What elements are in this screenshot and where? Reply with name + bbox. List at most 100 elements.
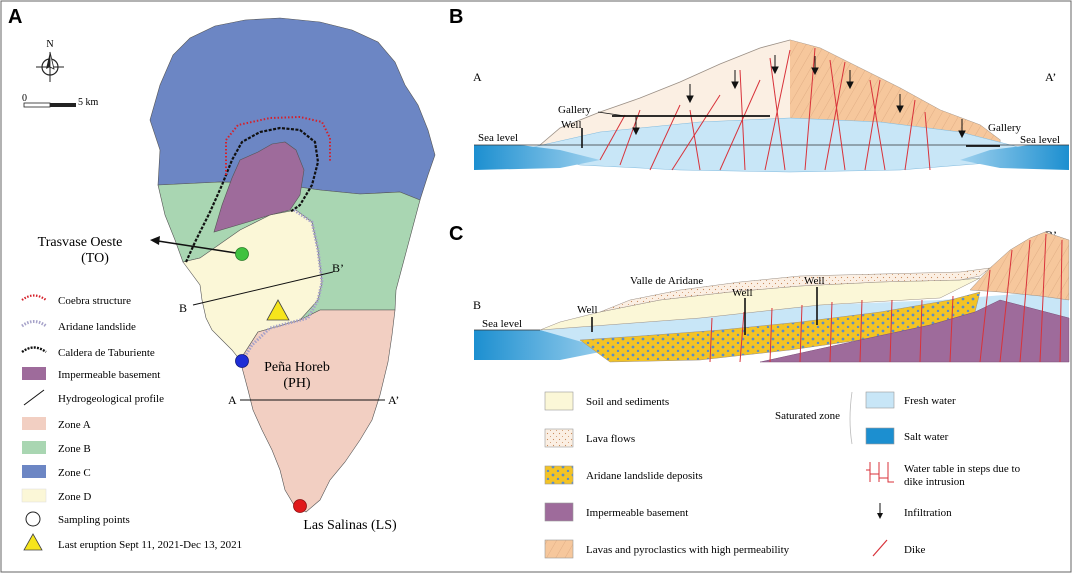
- legend-lava-flows: Lava flows: [586, 433, 635, 445]
- section-c-well-1-label: Well: [577, 304, 598, 316]
- to-leader-line: [157, 240, 237, 254]
- salt-water-swatch: [865, 427, 895, 445]
- sampling-point-ls: [293, 499, 307, 513]
- panel-c-label: C: [449, 223, 463, 245]
- sampling-point-ph: [235, 354, 249, 368]
- caldera-icon: [21, 346, 47, 353]
- basement-swatch: [544, 502, 574, 522]
- legend-infiltration: Infiltration: [904, 507, 952, 519]
- section-b-sea-level-left: Sea level: [478, 132, 518, 144]
- cross-section-b: [474, 39, 1069, 173]
- basement-swatch: [22, 367, 46, 380]
- section-b-left-end: A: [473, 70, 482, 84]
- soil-swatch: [544, 391, 574, 411]
- fresh-water-swatch: [865, 391, 895, 409]
- infiltration-arrow-icon: [877, 503, 883, 519]
- section-c-basement: [759, 299, 1070, 363]
- legend-caldera: Caldera de Taburiente: [58, 347, 155, 359]
- legend-dike: Dike: [904, 544, 926, 556]
- north-label: N: [46, 39, 53, 50]
- triangle-icon: [23, 533, 43, 551]
- ls-name: Las Salinas (LS): [303, 518, 397, 533]
- cross-section-c: [474, 231, 1070, 363]
- section-legend: Soil and sediments Lava flows Aridane la…: [544, 391, 1021, 559]
- section-c-left-end: B: [473, 298, 481, 312]
- ph-name: Peña Horeb: [264, 360, 330, 375]
- scale-value: 5 km: [78, 97, 99, 108]
- circle-icon: [25, 511, 41, 527]
- legend-sampling: Sampling points: [58, 514, 130, 526]
- profile-b-line: [192, 271, 334, 306]
- legend-aridane: Aridane landslide: [58, 321, 136, 333]
- eruption-triangle-icon: [266, 299, 290, 321]
- to-leader-arrowhead: [150, 236, 160, 245]
- section-c-landslide-deposits: [579, 291, 981, 363]
- north-arrow-icon: [36, 51, 64, 82]
- to-name: Trasvase Oeste: [38, 235, 123, 250]
- profile-b-start: B: [179, 301, 187, 315]
- scale-zero: 0: [22, 93, 27, 104]
- section-b-dikes: [599, 47, 931, 171]
- legend-fresh-water: Fresh water: [904, 395, 956, 407]
- section-b-gallery-label-left: Gallery: [558, 104, 591, 116]
- legend-zone-b: Zone B: [58, 443, 91, 455]
- legend-lavas-pyroclastics: Lavas and pyroclastics with high permeab…: [586, 544, 790, 556]
- section-b-salt-water-left: [474, 145, 600, 170]
- section-b-well-label: Well: [561, 119, 582, 131]
- section-c-valley: Valle de Aridane: [630, 275, 703, 287]
- section-c-well-2-label: Well: [732, 287, 753, 299]
- profile-a-start: A: [228, 393, 237, 407]
- legend-coebra: Coebra structure: [58, 295, 131, 307]
- zone-d-swatch: [21, 488, 47, 503]
- section-c-dikes: [709, 233, 1063, 363]
- legend-soil: Soil and sediments: [586, 396, 669, 408]
- legend-basement: Impermeable basement: [58, 369, 160, 381]
- legend-salt-water: Salt water: [904, 431, 949, 443]
- profile-a-end: A’: [388, 393, 399, 407]
- aridane-landslide-icon: [21, 320, 47, 328]
- lava-flows-swatch: [544, 428, 574, 448]
- legend-water-table: Water table in steps due to: [904, 463, 1021, 475]
- section-b-gallery-label-right: Gallery: [988, 122, 1021, 134]
- aridane-landslide-line: [242, 208, 324, 359]
- section-c-salt-water: [474, 330, 610, 360]
- legend-zone-a: Zone A: [58, 419, 91, 431]
- profile-line-icon: [23, 389, 45, 406]
- impermeable-basement-area: [213, 141, 305, 233]
- legend-water-table-line2: dike intrusion: [904, 476, 965, 488]
- saturated-zone-label: Saturated zone: [775, 410, 840, 422]
- panel-a-label: A: [8, 6, 22, 28]
- caldera-taburiente-line: [184, 126, 320, 263]
- section-b-salt-water-right: [960, 145, 1069, 170]
- profile-b-end: B’: [332, 261, 344, 275]
- to-code: (TO): [81, 251, 109, 266]
- legend-zone-d: Zone D: [58, 491, 91, 503]
- saturated-zone-brace: [849, 391, 853, 445]
- panel-b-label: B: [449, 6, 463, 28]
- map-legend: Coebra structure Aridane landslide Calde…: [21, 294, 242, 551]
- legend-eruption: Last eruption Sept 11, 2021-Dec 13, 2021: [58, 539, 242, 551]
- legend-profile: Hydrogeological profile: [58, 393, 164, 405]
- sampling-point-to: [235, 247, 249, 261]
- zone-b-swatch: [22, 441, 46, 454]
- section-c-lavas-pyroclastics: [969, 231, 1070, 301]
- section-b-sea-level-right: Sea level: [1020, 134, 1060, 146]
- coebra-structure-icon: [21, 294, 47, 301]
- section-c-sea-level: Sea level: [482, 318, 522, 330]
- scale-bar: [23, 102, 76, 108]
- zone-c-swatch: [22, 465, 46, 478]
- legend-landslide-deposits: Aridane landslide deposits: [586, 470, 703, 482]
- legend-zone-c: Zone C: [58, 467, 91, 479]
- dike-icon: [872, 539, 888, 557]
- section-b-infiltration: [632, 55, 966, 139]
- zone-a-area: [239, 309, 396, 513]
- coebra-structure-line: [225, 115, 331, 175]
- legend-basement-c: Impermeable basement: [586, 507, 688, 519]
- landslide-deposits-swatch: [544, 465, 574, 485]
- zone-a-swatch: [22, 417, 46, 430]
- section-c-well-3-label: Well: [804, 275, 825, 287]
- ph-code: (PH): [283, 376, 311, 391]
- section-b-right-end: A’: [1045, 70, 1056, 84]
